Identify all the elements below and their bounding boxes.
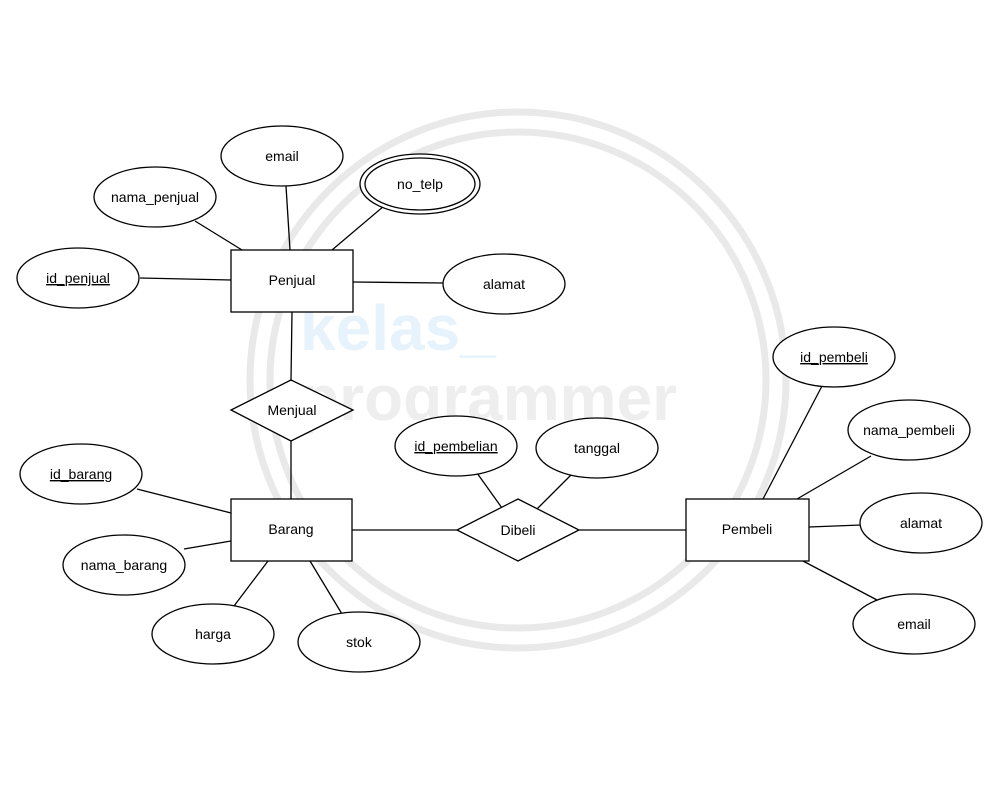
edge-barang-stok (309, 560, 343, 615)
attribute-id_pembelian-label: id_pembelian (414, 438, 497, 454)
relationship-menjual-label: Menjual (267, 402, 316, 418)
entity-penjual-box[interactable] (230, 249, 354, 313)
edge-penjual-no_telp (331, 205, 385, 251)
attribute-penjual-email-label: email (265, 148, 298, 164)
attribute-nama_barang[interactable]: nama_barang (62, 534, 186, 596)
attribute-pembeli-alamat-ellipse[interactable] (859, 492, 983, 554)
edge-penjual-email (285, 185, 291, 251)
attribute-id_barang-ellipse[interactable] (19, 443, 143, 505)
attribute-tanggal[interactable]: tanggal (535, 417, 659, 479)
edge-dibeli-tanggal (536, 474, 572, 510)
attribute-nama_penjual-ellipse[interactable] (93, 166, 217, 228)
relationship-dibeli-diamond[interactable] (455, 498, 581, 562)
attribute-nama_barang-label: nama_barang (81, 557, 167, 573)
entity-penjual-label: Penjual (269, 272, 316, 288)
attribute-id_pembeli-ellipse[interactable] (772, 326, 896, 388)
connectors (136, 185, 878, 615)
attribute-penjual-alamat[interactable]: alamat (442, 253, 566, 315)
attribute-no_telp-label: no_telp (397, 176, 443, 192)
entity-barang-box[interactable] (230, 498, 353, 562)
relationship-dibeli-label: Dibeli (500, 522, 535, 538)
attribute-nama_penjual-label: nama_penjual (111, 189, 199, 205)
edge-pembeli-id_pembeli (762, 385, 823, 500)
attribute-id_penjual-ellipse[interactable] (16, 247, 140, 309)
edge-barang-id_barang (136, 488, 232, 514)
attribute-nama_pembeli-label: nama_pembeli (863, 422, 955, 438)
edge-penjual-menjual (290, 311, 293, 381)
edge-penjual-alamat (352, 281, 444, 284)
edge-pembeli-email (802, 560, 878, 601)
entity-pembeli-box[interactable] (685, 498, 810, 562)
attribute-stok[interactable]: stok (297, 611, 421, 673)
entity-penjual[interactable]: Penjual (230, 249, 354, 313)
edge-dibeli-id_pembelian (476, 472, 503, 509)
attribute-nama_barang-ellipse[interactable] (62, 534, 186, 596)
attribute-pembeli-email-label: email (897, 616, 930, 632)
edge-barang-harga (233, 560, 269, 607)
attribute-nama_pembeli[interactable]: nama_pembeli (847, 399, 971, 461)
attribute-id_penjual-label: id_penjual (46, 270, 110, 286)
attribute-pembeli-email-ellipse[interactable] (852, 593, 976, 655)
attribute-tanggal-ellipse[interactable] (535, 417, 659, 479)
attribute-no_telp[interactable]: no_telp (359, 153, 481, 215)
attribute-harga[interactable]: harga (151, 603, 275, 665)
edge-pembeli-alamat (808, 524, 862, 528)
attribute-no_telp-inner-ellipse (364, 157, 476, 211)
edge-penjual-nama_penjual (194, 220, 243, 251)
attribute-id_pembelian[interactable]: id_pembelian (394, 415, 518, 477)
edge-pembeli-nama_pembeli (796, 455, 872, 500)
watermark-inner-ring (266, 128, 770, 632)
edge-penjual-id_penjual (139, 277, 232, 281)
relationship-menjual[interactable]: Menjual (229, 379, 355, 442)
entity-pembeli[interactable]: Pembeli (685, 498, 810, 562)
attribute-pembeli-alamat[interactable]: alamat (859, 492, 983, 554)
attribute-penjual-email[interactable]: email (220, 125, 344, 187)
entity-barang[interactable]: Barang (230, 498, 353, 562)
attribute-pembeli-email[interactable]: email (852, 593, 976, 655)
attribute-id_penjual[interactable]: id_penjual (16, 247, 140, 309)
watermark: kelas_ programmer (246, 108, 790, 652)
attribute-nama_pembeli-ellipse[interactable] (847, 399, 971, 461)
attribute-id_barang-label: id_barang (50, 466, 112, 482)
attribute-nama_penjual[interactable]: nama_penjual (93, 166, 217, 228)
attribute-harga-ellipse[interactable] (151, 603, 275, 665)
attribute-penjual-alamat-ellipse[interactable] (442, 253, 566, 315)
relationship-dibeli[interactable]: Dibeli (455, 498, 581, 562)
attribute-penjual-email-ellipse[interactable] (220, 125, 344, 187)
watermark-outer-ring (246, 108, 790, 652)
edge-barang-nama_barang (183, 540, 232, 550)
relationship-menjual-diamond[interactable] (229, 379, 355, 442)
attribute-id_pembeli[interactable]: id_pembeli (772, 326, 896, 388)
entity-pembeli-label: Pembeli (722, 521, 773, 537)
entity-barang-label: Barang (268, 521, 313, 537)
attribute-id_pembeli-label: id_pembeli (800, 349, 868, 365)
attribute-penjual-alamat-label: alamat (483, 276, 525, 292)
attribute-tanggal-label: tanggal (574, 440, 620, 456)
attribute-harga-label: harga (195, 626, 231, 642)
attribute-id_barang[interactable]: id_barang (19, 443, 143, 505)
attribute-pembeli-alamat-label: alamat (900, 515, 942, 531)
attribute-stok-label: stok (346, 634, 373, 650)
attribute-id_pembelian-ellipse[interactable] (394, 415, 518, 477)
attribute-stok-ellipse[interactable] (297, 611, 421, 673)
